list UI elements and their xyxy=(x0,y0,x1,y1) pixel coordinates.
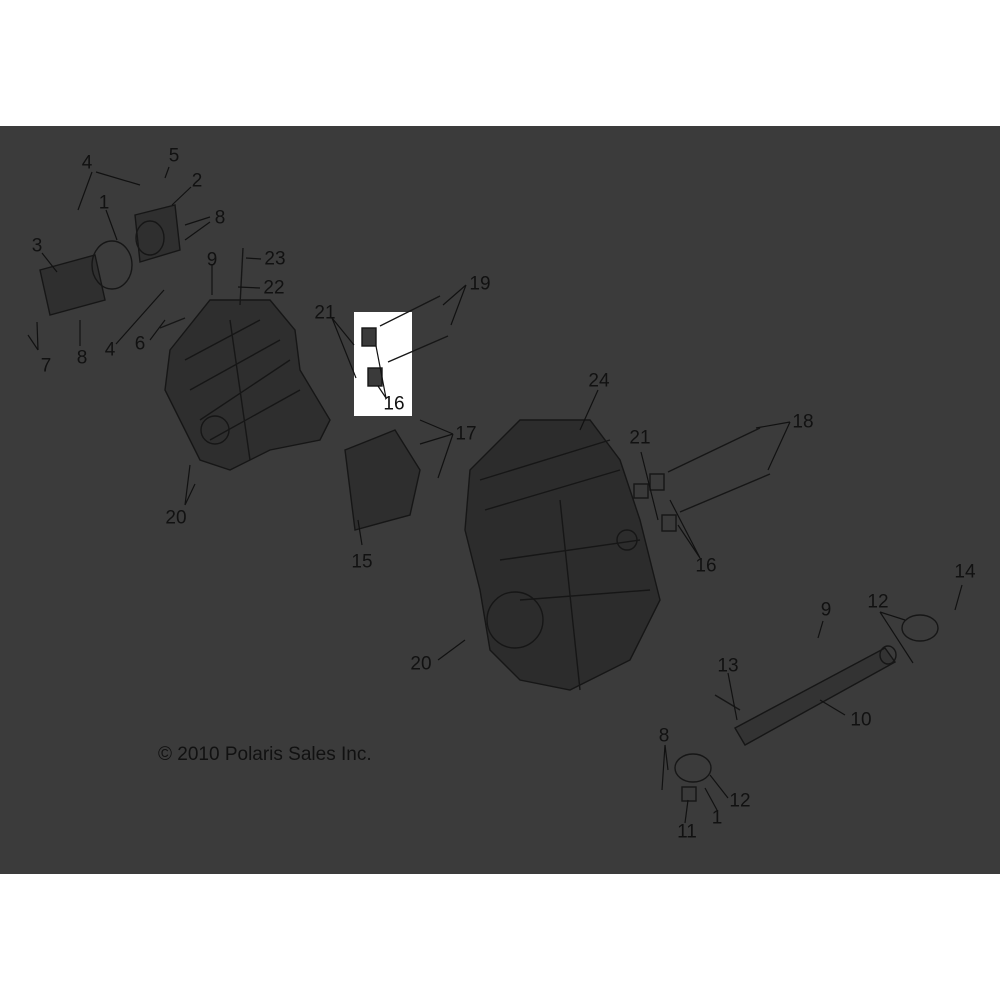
spacer-16a xyxy=(361,327,377,347)
cushion-1d xyxy=(674,753,712,783)
spacer-16c xyxy=(649,473,665,491)
callout-7[interactable]: 7 xyxy=(40,355,52,377)
callout-21[interactable]: 21 xyxy=(629,427,651,449)
callout-21[interactable]: 21 xyxy=(314,302,336,324)
callout-10[interactable]: 10 xyxy=(850,709,872,731)
transmission-housing xyxy=(164,299,331,471)
callout-15[interactable]: 15 xyxy=(351,551,373,573)
bolt-18a xyxy=(667,427,761,473)
callout-17[interactable]: 17 xyxy=(455,423,477,445)
mount-bar-10 xyxy=(734,647,897,746)
callout-20[interactable]: 20 xyxy=(410,653,432,675)
callout-8[interactable]: 8 xyxy=(214,207,226,229)
engine-24 xyxy=(464,419,661,691)
engine-port xyxy=(616,529,638,551)
callout-5[interactable]: 5 xyxy=(168,145,180,167)
bolt-19a xyxy=(379,295,441,327)
callout-8[interactable]: 8 xyxy=(658,725,670,747)
callout-1[interactable]: 1 xyxy=(711,807,723,829)
mount-plate-3 xyxy=(39,254,106,316)
callout-14[interactable]: 14 xyxy=(954,561,976,583)
callout-23[interactable]: 23 xyxy=(264,248,286,270)
mount-bracket-2 xyxy=(134,204,181,263)
callout-12[interactable]: 12 xyxy=(729,790,751,812)
cover-15 xyxy=(344,429,421,531)
transmission-bearing xyxy=(200,415,230,445)
engine-detail xyxy=(479,439,651,691)
mount-cushion-1b xyxy=(135,220,165,256)
callout-11[interactable]: 11 xyxy=(677,821,697,843)
callout-4[interactable]: 4 xyxy=(104,339,116,361)
bolt-18b xyxy=(679,473,771,513)
spacer-16d xyxy=(661,514,677,532)
callout-4[interactable]: 4 xyxy=(81,152,93,174)
callout-1[interactable]: 1 xyxy=(98,192,110,214)
cushion-1c xyxy=(901,614,939,642)
callout-22[interactable]: 22 xyxy=(263,277,285,299)
callout-9[interactable]: 9 xyxy=(820,599,832,621)
callout-13[interactable]: 13 xyxy=(717,655,739,677)
spacer-21a xyxy=(633,483,649,499)
engine-pulley xyxy=(486,591,544,649)
spacer-16b xyxy=(367,367,383,387)
callout-24[interactable]: 24 xyxy=(588,370,610,392)
callout-16[interactable]: 16 xyxy=(383,393,405,415)
callout-2[interactable]: 2 xyxy=(191,170,203,192)
spacer-11 xyxy=(681,786,697,802)
bolt-6 xyxy=(159,317,186,329)
transmission-detail xyxy=(184,319,301,461)
callout-19[interactable]: 19 xyxy=(469,273,491,295)
callout-20[interactable]: 20 xyxy=(165,507,187,529)
bolt-23 xyxy=(239,247,244,306)
mount-bar-end xyxy=(879,645,897,665)
callout-12[interactable]: 12 xyxy=(867,591,889,613)
callout-16[interactable]: 16 xyxy=(695,555,717,577)
copyright-notice: © 2010 Polaris Sales Inc. xyxy=(158,744,372,765)
callout-8[interactable]: 8 xyxy=(76,347,88,369)
bolt-13 xyxy=(714,694,741,711)
callout-18[interactable]: 18 xyxy=(792,411,814,433)
callout-3[interactable]: 3 xyxy=(31,235,43,257)
bolt-19b xyxy=(387,335,449,363)
mount-cushion-1a xyxy=(91,240,133,290)
callout-6[interactable]: 6 xyxy=(134,333,146,355)
callout-9[interactable]: 9 xyxy=(206,249,218,271)
